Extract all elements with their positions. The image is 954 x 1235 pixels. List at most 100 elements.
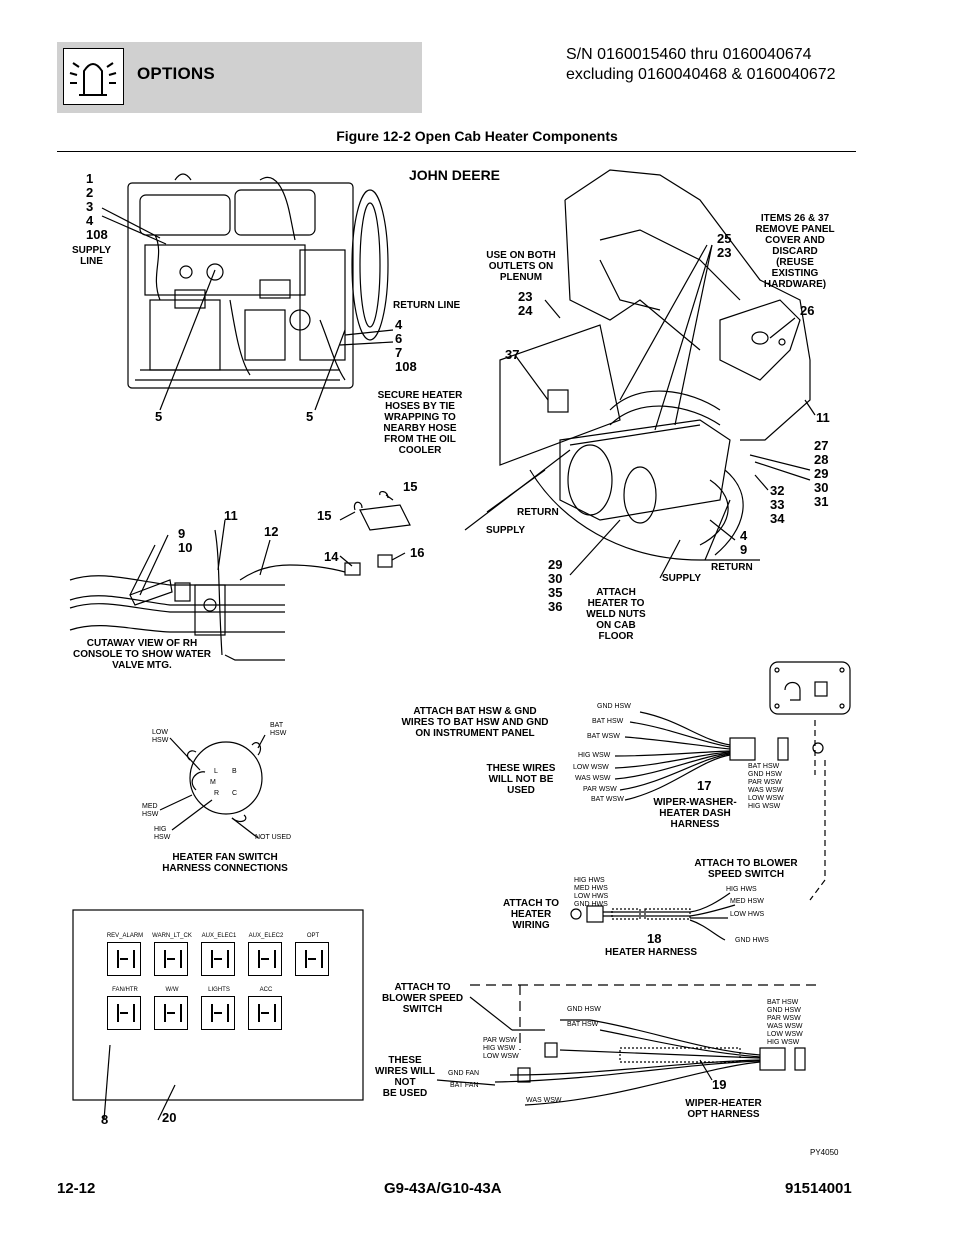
callout-valve-11: 11: [224, 508, 238, 523]
heater-med-hsw: MED HSW: [730, 898, 764, 905]
relay-socket: [248, 942, 282, 976]
opt-gnd-hsw: GND HSW: [567, 1006, 601, 1013]
callout-11: 11: [816, 410, 830, 425]
label-use-both: USE ON BOTH OUTLETS ON PLENUM: [486, 250, 556, 283]
label-supply-line: SUPPLY LINE: [72, 245, 112, 267]
engine-brand: JOHN DEERE: [409, 167, 501, 183]
fan-term-l: L: [214, 768, 218, 775]
callout-27: 27 28 29 30 31: [814, 438, 829, 509]
fan-term-r: R: [214, 790, 220, 797]
water-valve-illustration: [69, 491, 411, 661]
callout-37: 37: [505, 347, 520, 362]
label-return-a: RETURN: [517, 507, 559, 518]
opt-right-wires: BAT HSW GND HSW PAR WSW WAS WSW LOW WSW …: [767, 999, 803, 1046]
fan-term-c: C: [232, 790, 238, 797]
serial-range: S/N 0160015460 thru 0160040674 excluding…: [566, 45, 836, 85]
heater-gnd-hws: GND HWS: [735, 937, 769, 944]
fan-hig-hsw: HIG HSW: [154, 826, 171, 841]
fan-low-hsw: LOW HSW: [152, 729, 169, 744]
callout-12: 12: [264, 524, 279, 539]
callout-32: 32 33 34: [770, 483, 785, 526]
serial-line-2: excluding 0160040468 & 0160040672: [566, 66, 836, 83]
opt-was-wsw: WAS WSW: [526, 1097, 562, 1104]
label-secure: SECURE HEATER HOSES BY TIE WRAPPING TO N…: [377, 390, 463, 456]
fan-term-b: B: [232, 768, 237, 775]
relay-socket: [154, 942, 188, 976]
callout-18: 18: [647, 931, 662, 946]
fan-not-used: NOT USED: [255, 834, 292, 841]
relay-label: AUX_ELEC1: [201, 933, 237, 939]
dash-wire-label: LOW WSW: [573, 764, 609, 771]
callout-23: 23 24: [518, 289, 533, 318]
relay-label: OPT: [306, 933, 320, 939]
relay-label: AUX_ELEC2: [248, 933, 284, 939]
callout-14: 14: [324, 549, 339, 564]
label-cutaway: CUTAWAY VIEW OF RH CONSOLE TO SHOW WATER…: [73, 638, 211, 671]
callout-8: 8: [101, 1112, 109, 1127]
callout-17: 17: [697, 778, 712, 793]
heater-left-wires: HIG HWS MED HWS LOW HWS GND HWS: [574, 877, 609, 908]
opt-harness-illustration: [470, 984, 820, 1106]
relay-socket: [295, 942, 329, 976]
label-supply-b: SUPPLY: [662, 573, 702, 584]
dash-wire-label: WAS WSW: [575, 775, 611, 782]
callout-25: 25 23: [717, 231, 732, 260]
opt-gnd-fan: GND FAN: [448, 1070, 480, 1077]
relay-label: FAN/HTR: [112, 987, 138, 993]
label-these-wires-2: THESE WIRES WILL NOT BE USED: [375, 1055, 435, 1099]
callout-26: 26: [800, 303, 815, 318]
title-rule: [57, 151, 856, 152]
relay-socket: [201, 996, 235, 1030]
callout-4-9: 4 9: [740, 528, 748, 557]
section-title: OPTIONS: [137, 64, 215, 83]
opt-bat-fan: BAT FAN: [450, 1082, 479, 1089]
serial-line-1: S/N 0160015460 thru 0160040674: [566, 46, 812, 63]
drawing-id: PY4050: [810, 1148, 839, 1157]
label-wiper-dash: WIPER-WASHER- HEATER DASH HARNESS: [653, 797, 737, 830]
callout-15a: 15: [403, 479, 418, 494]
dash-wire-label: BAT WSW: [591, 796, 624, 803]
relay-socket: [107, 996, 141, 1030]
label-items: ITEMS 26 & 37 REMOVE PANEL COVER AND DIS…: [755, 213, 835, 290]
label-attach-bat: ATTACH BAT HSW & GND WIRES TO BAT HSW AN…: [401, 706, 549, 739]
relay-label: ACC: [259, 987, 273, 993]
relay-socket: [248, 996, 282, 1030]
relay-label: WARN_LT_CK: [152, 933, 192, 939]
heater-harness-illustration: [570, 892, 736, 941]
callout-20: 20: [162, 1110, 177, 1125]
fan-bat-hsw: BAT HSW: [270, 722, 287, 737]
relay-socket: [154, 996, 188, 1030]
callout-29: 29 30 35 36: [548, 557, 563, 614]
label-return-line: RETURN LINE: [393, 300, 461, 311]
fan-med-hsw: MED HSW: [142, 803, 159, 818]
dash-wire-label: PAR WSW: [583, 786, 617, 793]
label-supply-a: SUPPLY: [486, 525, 526, 536]
dash-wire-label: BAT WSW: [587, 733, 620, 740]
dash-harness-illustration: [614, 711, 789, 801]
callout-5a: 5: [155, 409, 163, 424]
fan-term-m: M: [210, 779, 216, 786]
callout-15b: 15: [317, 508, 332, 523]
relay-socket: [107, 942, 141, 976]
label-attach-heater-wiring: ATTACH TO HEATER WIRING: [502, 898, 560, 931]
dash-right-wires: BAT HSW GND HSW PAR WSW WAS WSW LOW WSW …: [748, 763, 784, 810]
callout-engine-top: 1 2 3 4 108: [86, 171, 108, 242]
opt-par-wsw: PAR WSW HIG WSW LOW WSW: [483, 1037, 519, 1060]
relay-socket: [201, 942, 235, 976]
callout-engine-return: 4 6 7 108: [395, 317, 417, 374]
label-these-wires: THESE WIRES WILL NOT BE USED: [486, 763, 556, 796]
dash-wire-label: BAT HSW: [592, 718, 624, 725]
callout-9-10: 9 10: [178, 526, 193, 555]
model-number: G9-43A/G10-43A: [384, 1180, 502, 1197]
page-number: 12-12: [57, 1180, 96, 1197]
relay-label: REV_ALARM: [106, 933, 144, 939]
label-attach-blower-top: ATTACH TO BLOWER SPEED SWITCH: [694, 858, 798, 880]
relay-label: LIGHTS: [208, 987, 230, 993]
label-attach-blower-left: ATTACH TO BLOWER SPEED SWITCH: [381, 982, 464, 1015]
dash-wire-label: HIG WSW: [578, 752, 611, 759]
callout-19: 19: [712, 1077, 727, 1092]
figure-title: Figure 12-2 Open Cab Heater Components: [336, 128, 618, 144]
relay-panel-illustration: [72, 909, 364, 1121]
heater-low-hws: LOW HWS: [730, 911, 765, 918]
